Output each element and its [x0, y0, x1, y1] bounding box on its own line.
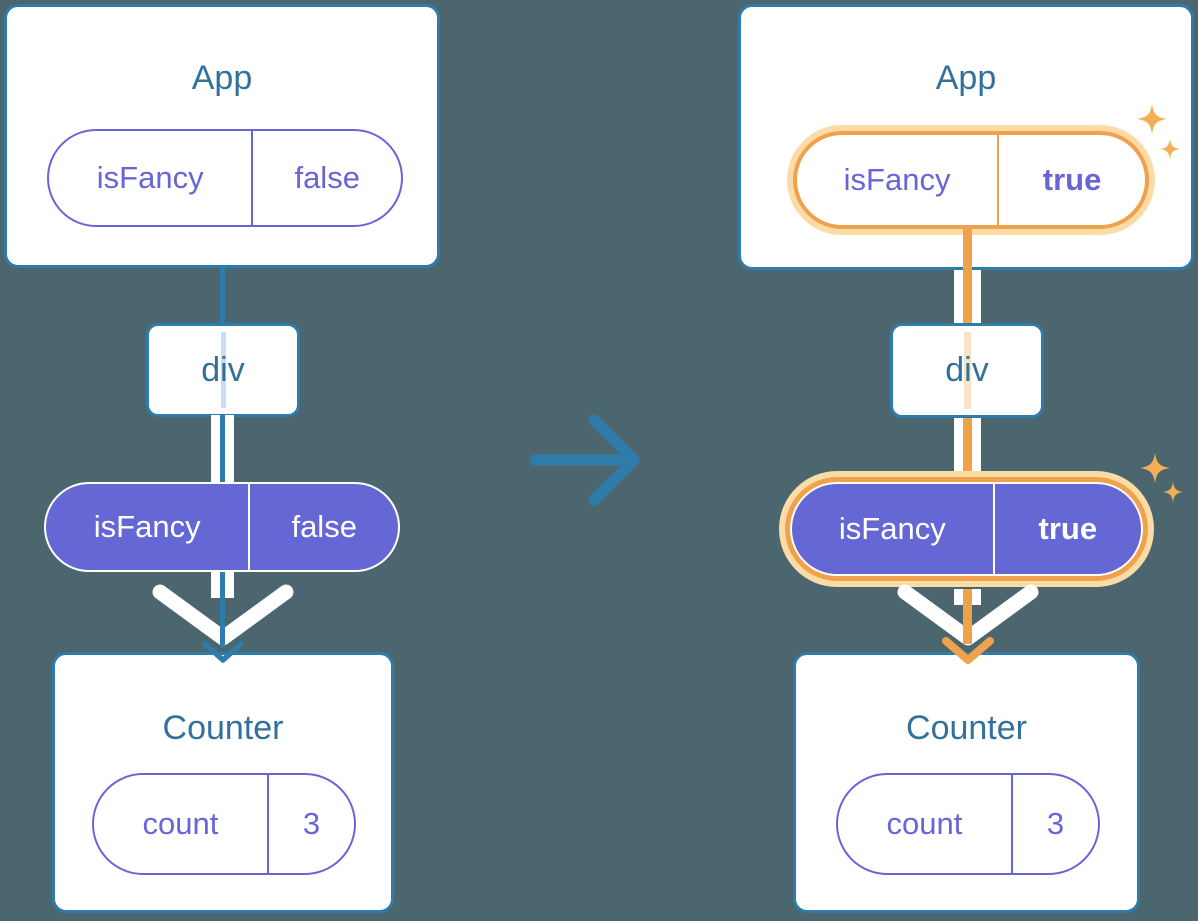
connector-pipe	[211, 572, 234, 598]
div-element-card: div	[890, 323, 1044, 418]
sparkles-icon	[1140, 453, 1183, 502]
prop-name: isFancy	[792, 484, 995, 574]
state-name: isFancy	[797, 135, 1000, 225]
white-chevron-icon	[897, 584, 1039, 646]
connector-line-through	[963, 332, 971, 409]
app-state-pill: isFancy false	[47, 129, 403, 227]
prop-value: true	[1038, 511, 1098, 546]
tree-after: App isFancy true div isFancy true	[736, 0, 1198, 921]
connector-pipe	[211, 415, 234, 482]
state-name: count	[94, 775, 269, 873]
counter-component-card: Counter count 3	[52, 652, 394, 913]
sparkles-icon	[1137, 104, 1180, 159]
down-arrowhead-icon	[942, 637, 994, 664]
state-name: isFancy	[49, 131, 254, 225]
connector-line	[220, 596, 225, 648]
div-element-card: div	[146, 323, 300, 417]
connector-pipe	[954, 418, 981, 474]
white-chevron-icon	[152, 584, 294, 646]
counter-title: Counter	[162, 709, 284, 747]
prop-name: isFancy	[46, 484, 251, 570]
connector-line	[963, 228, 972, 272]
counter-component-card: Counter count 3	[793, 652, 1140, 913]
app-component-card: App isFancy false	[4, 4, 440, 268]
state-name: count	[838, 775, 1013, 873]
counter-state-pill: count 3	[92, 773, 356, 875]
counter-state-pill: count 3	[836, 773, 1100, 875]
app-title: App	[935, 59, 997, 97]
down-arrowhead-icon	[202, 641, 244, 663]
connector-line	[220, 266, 225, 325]
app-state-pill-highlighted: isFancy true	[793, 131, 1149, 229]
connector-pipe	[954, 270, 981, 323]
prop-value: false	[291, 509, 357, 544]
state-value: 3	[1046, 806, 1065, 841]
app-title: App	[191, 59, 253, 97]
app-component-card: App isFancy true	[738, 4, 1194, 270]
div-label: div	[201, 350, 245, 389]
tree-before: App isFancy false div isFancy false Coun…	[0, 0, 460, 921]
connector-line-through	[220, 332, 226, 408]
state-value: 3	[302, 806, 321, 841]
div-label: div	[945, 351, 989, 389]
counter-title: Counter	[906, 709, 1027, 747]
state-value: false	[294, 160, 360, 195]
passed-prop-pill-highlighted: isFancy true	[790, 482, 1143, 576]
transition-arrow-icon	[529, 414, 640, 506]
connector-line	[963, 594, 972, 644]
passed-prop-pill: isFancy false	[44, 482, 400, 572]
state-value: true	[1042, 162, 1102, 197]
